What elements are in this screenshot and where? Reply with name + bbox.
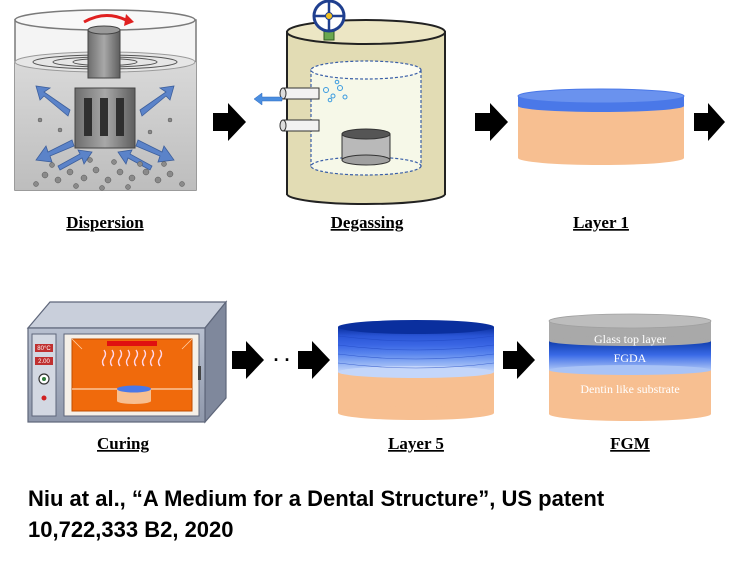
arrow-right-icon xyxy=(232,341,264,379)
fgm-layer-label-fgda: FGDA xyxy=(614,351,647,365)
fgm-layer-label-glass: Glass top layer xyxy=(594,332,666,346)
citation-line-2: 10,722,333 B2, 2020 xyxy=(28,517,234,542)
arrow-right-icon xyxy=(475,103,508,141)
arrow-right-icon xyxy=(213,103,246,141)
fgm-layer-label-substrate: Dentin like substrate xyxy=(580,382,679,396)
step-label-fgm: FGM xyxy=(610,434,650,453)
arrow-right-icon xyxy=(503,341,535,379)
step-label-degassing: Degassing xyxy=(331,213,404,232)
step-label-layer1: Layer 1 xyxy=(573,213,629,232)
dispersion-vessel-icon xyxy=(14,9,197,191)
citation-line-1: Niu at al., “A Medium for a Dental Struc… xyxy=(28,486,605,511)
arrow-right-icon xyxy=(298,341,330,379)
step-label-dispersion: Dispersion xyxy=(66,213,144,232)
citation-text: Niu at al., “A Medium for a Dental Struc… xyxy=(28,483,718,545)
fgm-sample-icon xyxy=(548,313,712,421)
layer5-sample-icon xyxy=(337,320,495,420)
layer1-sample-icon xyxy=(517,88,685,165)
arrow-right-icon xyxy=(694,103,725,141)
oven-time-readout: 2.00 xyxy=(38,359,50,365)
step-label-layer5: Layer 5 xyxy=(388,434,444,453)
step-label-curing: Curing xyxy=(97,434,149,453)
oven-temperature-readout: 80°C xyxy=(37,346,51,352)
curing-oven-icon: 80°C 2.00 xyxy=(26,300,228,424)
ellipsis-dots: · · xyxy=(274,350,291,370)
degassing-chamber-icon xyxy=(253,0,446,205)
